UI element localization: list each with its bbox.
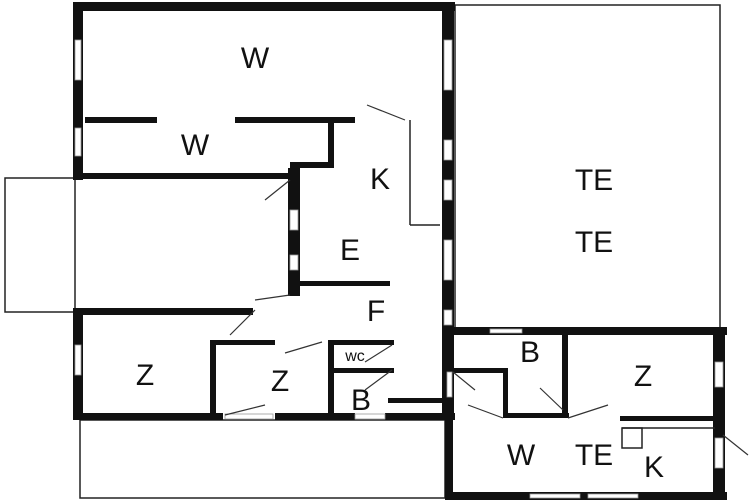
room-label-living-second: W: [181, 129, 210, 162]
room-label-kitchen-right: K: [644, 451, 664, 484]
room-label-kitchen: K: [370, 163, 390, 196]
room-label-bedroom-right: Z: [634, 360, 652, 393]
room-label-hall: F: [367, 295, 385, 328]
room-label-terrace-right: TE: [575, 439, 613, 472]
room-label-living-top: W: [241, 42, 270, 75]
room-label-toilet: wc: [344, 348, 365, 365]
room-label-bathroom-left: B: [351, 384, 371, 417]
room-label-bathroom-right: B: [520, 336, 540, 369]
room-label-terrace-2: TE: [575, 226, 613, 259]
windows: [74, 39, 724, 499]
porch-outline: [4, 177, 76, 313]
room-label-bedroom-left: Z: [136, 359, 154, 392]
room-label-bedroom-middle: Z: [271, 365, 289, 398]
room-label-dining: E: [340, 234, 360, 267]
room-label-terrace-1: TE: [575, 164, 613, 197]
door-swings: [224, 104, 749, 456]
walls: [73, 2, 727, 500]
lower-area-outline: [79, 419, 446, 499]
room-label-living-right: W: [507, 439, 536, 472]
